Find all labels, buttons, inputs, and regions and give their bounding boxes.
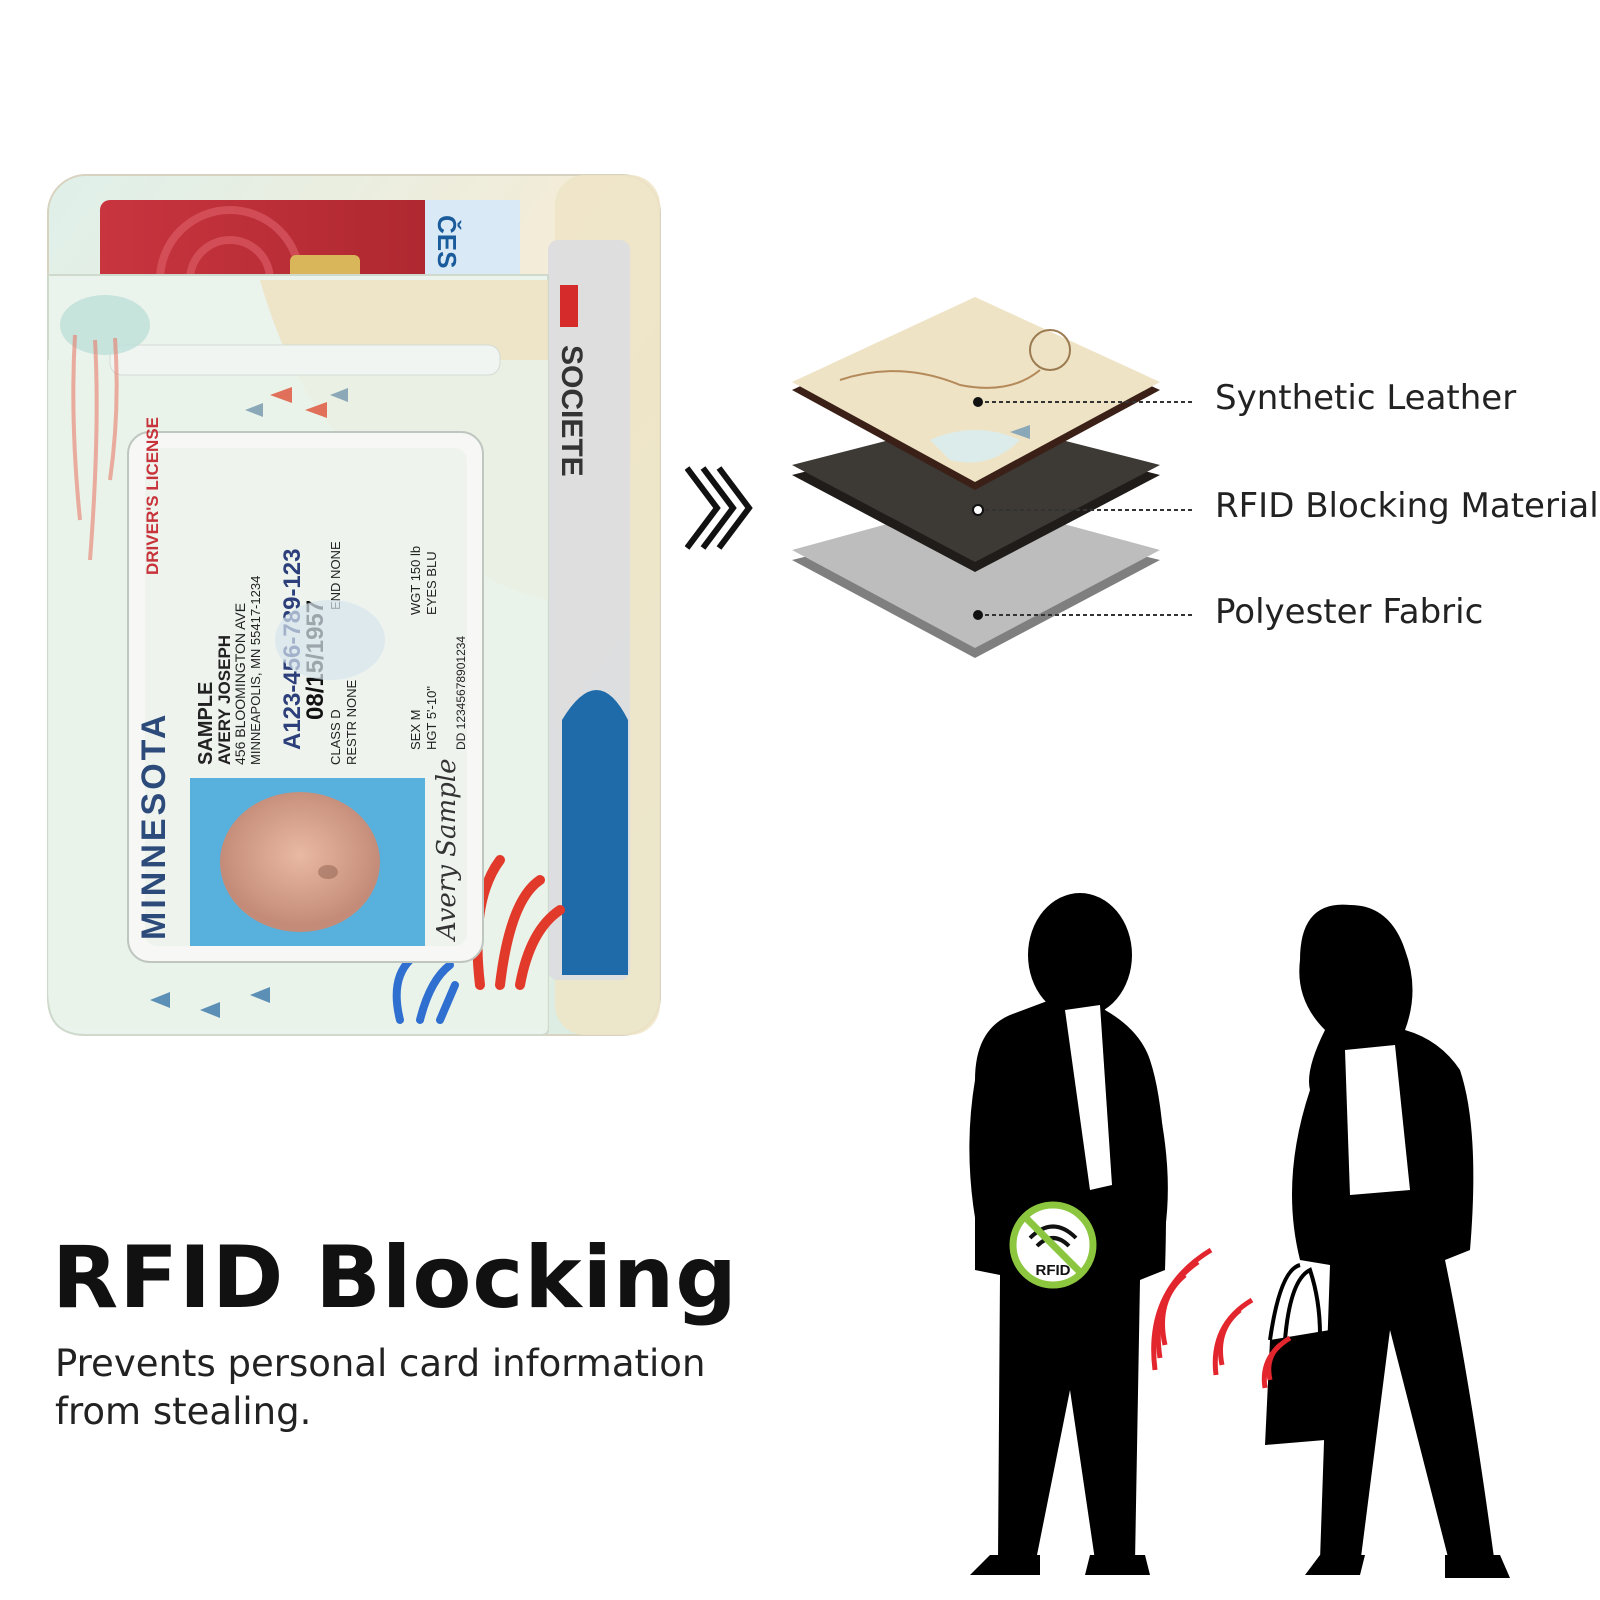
id-signature: Avery Sample bbox=[432, 759, 462, 943]
layer-label-polyester: Polyester Fabric bbox=[1215, 592, 1484, 632]
id-state: MINNESOTA bbox=[135, 712, 173, 940]
layer-rfid bbox=[792, 418, 1160, 572]
id-height: HGT 5'-10" bbox=[424, 686, 439, 750]
signal-waves-icon bbox=[1151, 1247, 1292, 1389]
id-restr: RESTR NONE bbox=[344, 679, 359, 765]
id-weight: WGT 150 lb bbox=[408, 546, 423, 615]
id-eyes: EYES BLU bbox=[424, 551, 439, 615]
id-class: CLASS D bbox=[328, 709, 343, 765]
id-address1: 456 BLOOMINGTON AVE bbox=[232, 603, 248, 765]
id-name-last: SAMPLE bbox=[195, 682, 217, 765]
woman-silhouette bbox=[1265, 904, 1510, 1578]
rfid-badge-text: RFID bbox=[1036, 1262, 1071, 1279]
layer-label-synthetic-leather: Synthetic Leather bbox=[1215, 378, 1517, 418]
id-type: DRIVER'S LICENSE bbox=[143, 417, 162, 575]
id-name-first: AVERY JOSEPH bbox=[215, 635, 234, 765]
back-card-label: SOCIETE bbox=[555, 345, 588, 477]
layer-polyester bbox=[792, 500, 1160, 658]
material-layers bbox=[792, 297, 1195, 658]
layer-label-rfid-blocking: RFID Blocking Material bbox=[1215, 486, 1599, 526]
chevron-right-icon bbox=[685, 466, 753, 550]
id-card: MINNESOTA DRIVER'S LICENSE SAMPLE AVERY … bbox=[135, 417, 468, 946]
id-address2: MINNEAPOLIS, MN 55417-1234 bbox=[248, 576, 263, 765]
subline: Prevents personal card information from … bbox=[55, 1342, 706, 1433]
rfid-blocked-icon: RFID bbox=[1009, 1201, 1097, 1289]
id-end: END NONE bbox=[328, 541, 343, 610]
headline: RFID Blocking bbox=[52, 1228, 738, 1328]
id-sex: SEX M bbox=[408, 710, 423, 750]
wallet-illustration: SOCIETE SOCIETE ČES SPO MINNESOTA DRIVER… bbox=[47, 174, 661, 1036]
id-dd: DD 12345678901234 bbox=[454, 636, 468, 750]
